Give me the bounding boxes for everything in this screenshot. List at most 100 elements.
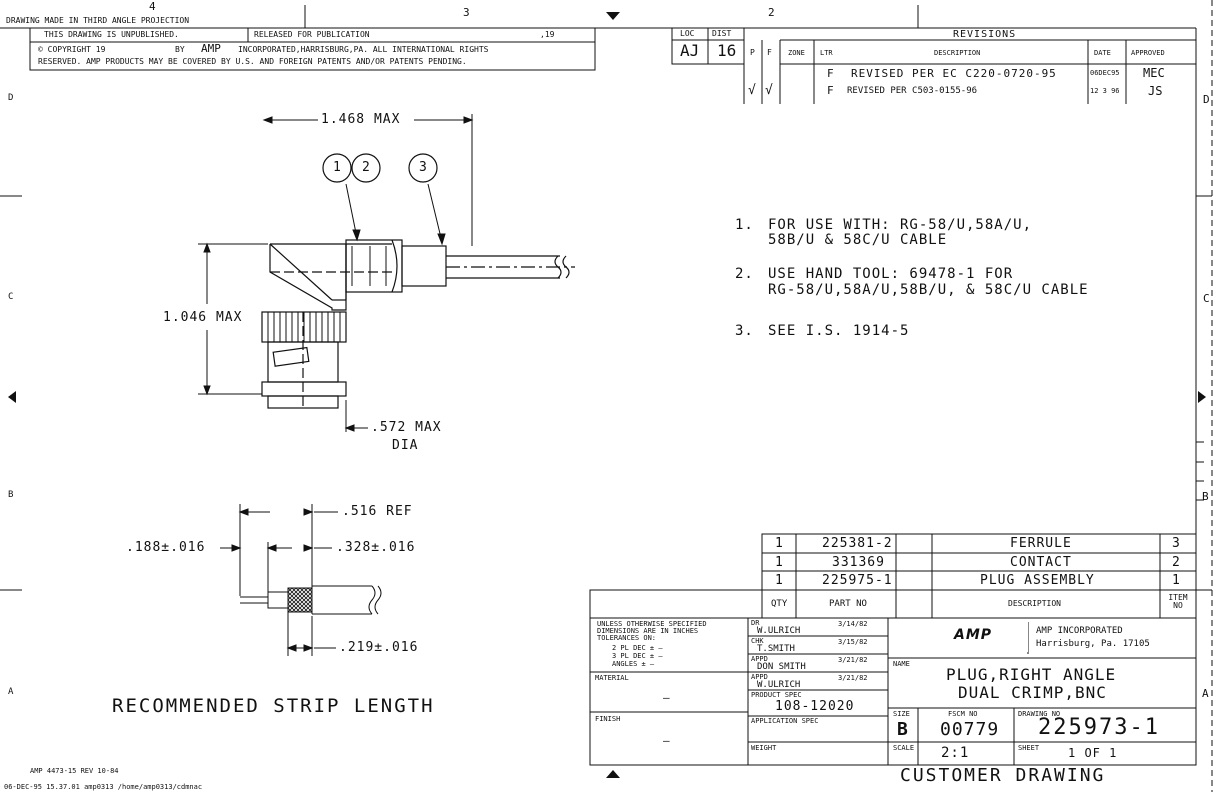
product-spec-value: 108-12020 xyxy=(775,699,855,714)
bom-row-2-desc: CONTACT xyxy=(1010,555,1072,570)
zone-row-a-right: A xyxy=(1202,687,1209,700)
appd2-label: APPD xyxy=(751,673,768,681)
projection-note: DRAWING MADE IN THIRD ANGLE PROJECTION xyxy=(6,16,190,25)
bom-header-qty: QTY xyxy=(771,599,788,609)
note-1-line2: 58B/U & 58C/U CABLE xyxy=(768,232,948,248)
part-name-line-2: DUAL CRIMP,BNC xyxy=(958,683,1107,702)
size-value: B xyxy=(897,719,908,740)
rev-row-1-description: REVISED PER EC C220-0720-95 xyxy=(851,67,1057,80)
company-name: AMP INCORPORATED xyxy=(1036,626,1123,636)
dr-name: W.ULRICH xyxy=(757,626,801,636)
application-spec-label: APPLICATION SPEC xyxy=(751,717,819,725)
tolerance-angles: ANGLES ± — xyxy=(612,660,655,668)
dim-dia-label: DIA xyxy=(392,438,419,453)
customer-drawing-label: CUSTOMER DRAWING xyxy=(900,765,1106,786)
bom-row-1-item: 3 xyxy=(1172,536,1180,551)
rev-header-approved: APPROVED xyxy=(1131,49,1165,57)
reserved-note: RESERVED. AMP PRODUCTS MAY BE COVERED BY… xyxy=(38,57,467,66)
note-2-number: 2. xyxy=(735,266,754,282)
loc-label: LOC xyxy=(680,29,695,38)
tolerance-line-2: DIMENSIONS ARE IN INCHES xyxy=(597,627,699,635)
rev-row-1-approved: MEC xyxy=(1143,66,1165,80)
material-value: — xyxy=(663,691,670,704)
fscm-label: FSCM NO xyxy=(948,710,978,718)
bom-row-3-desc: PLUG ASSEMBLY xyxy=(980,573,1095,588)
dist-label: DIST xyxy=(712,29,732,38)
tolerance-3pl: 3 PL DEC ± — xyxy=(612,652,663,660)
bom-row-3-item: 1 xyxy=(1172,573,1180,588)
chk-label: CHK xyxy=(751,637,764,645)
bom-row-2-part: 331369 xyxy=(832,555,885,570)
dr-date: 3/14/82 xyxy=(838,620,868,628)
bom-header-description: DESCRIPTION xyxy=(1008,599,1061,608)
zone-col-2: 2 xyxy=(768,6,775,19)
check-mark-p: √ xyxy=(748,83,756,98)
zone-row-b-right: B xyxy=(1202,490,1209,503)
dim-strip-dielectric: .328±.016 xyxy=(336,540,416,555)
bom-row-1-qty: 1 xyxy=(775,536,783,551)
amp-logo: AMP xyxy=(954,627,993,643)
copyright-rights: INCORPORATED,HARRISBURG,PA. ALL INTERNAT… xyxy=(238,45,489,54)
zone-row-d-left: D xyxy=(8,93,14,103)
chk-name: T.SMITH xyxy=(757,644,795,654)
note-1-number: 1. xyxy=(735,217,754,233)
plot-stamp: 06-DEC-95 15.37.01 amp0313 /home/amp0313… xyxy=(4,783,203,791)
rev-row-2-ltr: F xyxy=(827,84,834,97)
appd2-date: 3/21/82 xyxy=(838,674,868,682)
copyright-by: BY xyxy=(175,45,185,54)
revisions-title: REVISIONS xyxy=(953,29,1017,40)
zone-col-3: 3 xyxy=(463,6,470,19)
unpublished-note: THIS DRAWING IS UNPUBLISHED. xyxy=(44,30,179,39)
rev-row-2-approved: JS xyxy=(1148,84,1163,98)
rev-header-date: DATE xyxy=(1094,49,1111,57)
dim-strip-braid: .219±.016 xyxy=(339,640,419,655)
rev-header-ltr: LTR xyxy=(820,49,833,57)
drawing-number: 225973-1 xyxy=(1038,715,1160,740)
bom-row-1-part: 225381-2 xyxy=(822,536,893,551)
strip-length-caption: RECOMMENDED STRIP LENGTH xyxy=(112,695,435,717)
finish-label: FINISH xyxy=(595,715,621,723)
part-name-line-1: PLUG,RIGHT ANGLE xyxy=(946,665,1117,684)
sheet-value: 1 OF 1 xyxy=(1068,746,1118,760)
zone-row-c-left: C xyxy=(8,292,14,302)
name-label: NAME xyxy=(893,660,910,668)
appd2-name: W.ULRICH xyxy=(757,680,801,690)
weight-label: WEIGHT xyxy=(751,744,777,752)
item-balloon-1: 1 xyxy=(333,160,341,175)
dim-strip-conductor: .188±.016 xyxy=(126,540,206,555)
tolerance-line-3: TOLERANCES ON: xyxy=(597,634,657,642)
note-3-line1: SEE I.S. 1914-5 xyxy=(768,323,910,339)
zone-row-a-left: A xyxy=(8,687,14,697)
drawing-no-label: DRAWING NO xyxy=(1018,710,1061,718)
material-label: MATERIAL xyxy=(595,674,629,682)
rev-row-2-date: 12 3 96 xyxy=(1090,87,1120,95)
fscm-value: 00779 xyxy=(940,719,1000,740)
appd1-name: DON SMITH xyxy=(757,662,806,672)
note-1-line1: FOR USE WITH: RG-58/U,58A/U, xyxy=(768,217,1033,233)
dist-value: 16 xyxy=(717,41,737,60)
company-city: Harrisburg, Pa. 17105 xyxy=(1036,639,1150,649)
zone-row-d-right: D xyxy=(1203,93,1210,106)
rev-header-zone: ZONE xyxy=(788,49,805,57)
product-spec-label: PRODUCT SPEC xyxy=(751,691,802,699)
zone-row-c-right: C xyxy=(1203,292,1210,305)
bom-header-item-no: ITEM NO xyxy=(1168,593,1188,611)
rev-row-2-description: REVISED PER C503-0155-96 xyxy=(847,86,978,96)
f-label: F xyxy=(767,48,772,57)
copyright-amp: AMP xyxy=(201,42,221,55)
note-3-number: 3. xyxy=(735,323,754,339)
copyright-year: © COPYRIGHT 19 xyxy=(38,45,106,54)
check-mark-f: √ xyxy=(765,83,773,98)
rev-row-1-date: 06DEC95 xyxy=(1090,69,1120,77)
scale-value: 2:1 xyxy=(941,745,970,761)
release-year: ,19 xyxy=(540,30,555,39)
rev-row-1-ltr: F xyxy=(827,67,834,80)
appd1-label: APPD xyxy=(751,655,768,663)
tolerance-line-1: UNLESS OTHERWISE SPECIFIED xyxy=(597,620,707,628)
size-label: SIZE xyxy=(893,710,910,718)
zone-row-b-left: B xyxy=(8,490,14,500)
zone-col-4: 4 xyxy=(149,0,156,13)
loc-value: AJ xyxy=(680,41,700,60)
dim-height-max: 1.046 MAX xyxy=(163,310,243,325)
